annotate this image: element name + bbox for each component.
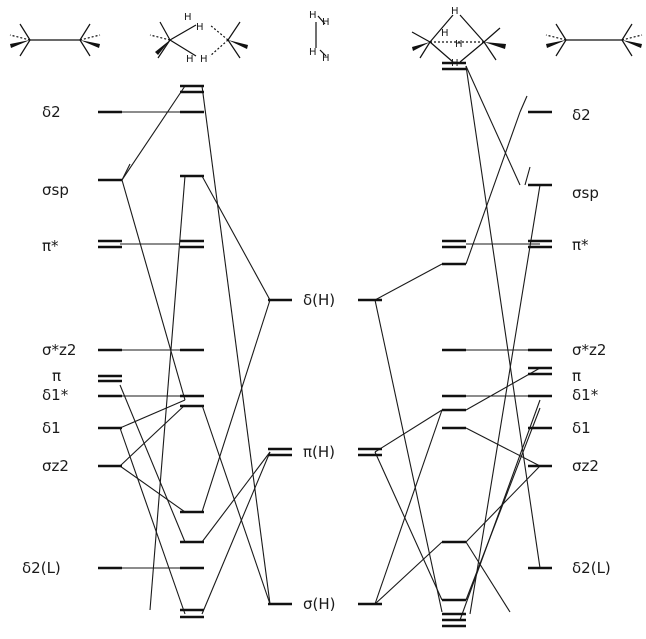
label-sigma-z2-star-left: σ*z2 [42,341,76,359]
h-atom-label: H [184,12,192,23]
label-sigma-sp-left: σsp [42,181,69,199]
label-delta2-right: δ2 [572,106,591,124]
label-pi-star-left: π* [42,237,59,255]
h-atom-label: H [322,53,330,64]
label-delta-H: δ(H) [303,291,335,309]
label-sigma-z2-right: σz2 [572,457,599,475]
label-delta2-left: δ2 [42,103,61,121]
label-delta1-right: δ1 [572,419,591,437]
center-labels: δ(H) π(H) σ(H) [303,291,336,613]
h-atom-label: H [186,54,194,65]
right-labels: δ2 σsp π* σ*z2 π δ1* δ1 σz2 δ2(L) [572,106,611,577]
label-pi-star-right: π* [572,236,589,254]
left-labels: δ2 σsp π* σ*z2 π δ1* δ1 σz2 δ2(L) [22,103,76,577]
label-delta1-star-left: δ1* [42,386,69,404]
h-atom-label: H [451,6,459,17]
label-delta1-star-right: δ1* [572,386,599,404]
h-atom-label: H [455,39,463,50]
h-atom-label: H [441,28,449,39]
label-sigma-z2-left: σz2 [42,457,69,475]
label-pi-H: π(H) [303,443,335,461]
structure-center-h4: H H H H [309,10,330,64]
h-atom-label: H [200,54,208,65]
label-delta2-L-right: δ2(L) [572,559,611,577]
h-atom-label: H [196,22,204,33]
label-sigma-z2-star-right: σ*z2 [572,341,606,359]
structure-right-dimer [545,23,643,57]
label-delta1-left: δ1 [42,419,61,437]
correlation-lines [119,65,541,621]
h-atom-label: H [322,17,330,28]
label-sigma-H: σ(H) [303,595,336,613]
h-atom-label: H [309,10,317,21]
label-delta2-L-left: δ2(L) [22,559,61,577]
energy-levels [98,61,552,628]
structure-left-dimer [9,23,101,57]
label-pi-right: π [572,367,581,385]
h-atom-label: H [309,47,317,58]
label-sigma-sp-right: σsp [572,184,599,202]
structure-left-dihydride: H H H H [149,12,248,65]
label-pi-left: π [52,367,61,385]
structure-right-dihydride: H H H H [411,6,506,69]
